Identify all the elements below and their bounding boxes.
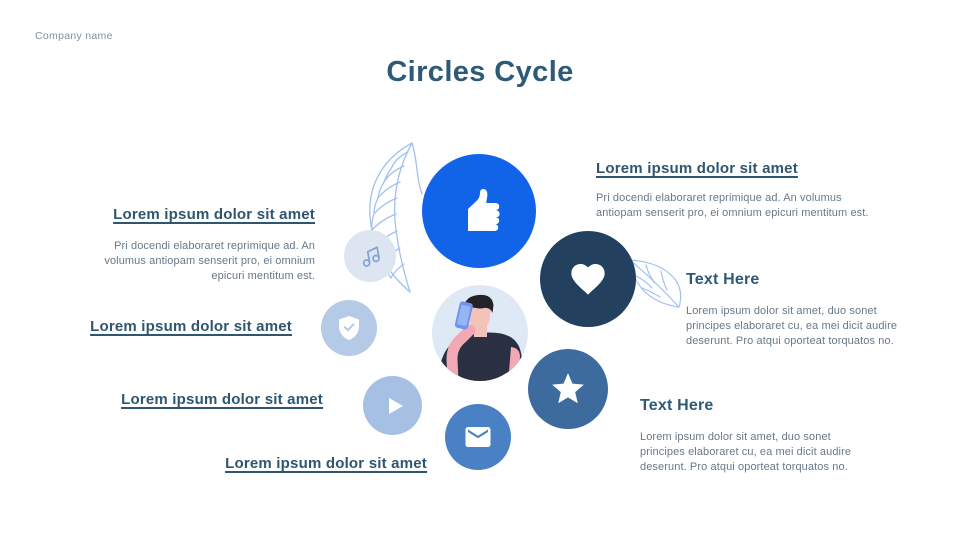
text-here-body-2: Lorem ipsum dolor sit amet, duo sonet pr… <box>640 431 852 473</box>
person-on-phone-illustration <box>438 294 522 381</box>
mail-icon <box>465 427 491 447</box>
heart-icon <box>571 264 605 295</box>
circle-shield <box>321 300 377 356</box>
circle-mail <box>445 404 511 470</box>
text-here-heading-1: Text Here <box>686 271 760 288</box>
shield-check-icon <box>339 316 359 340</box>
lorem-heading-4[interactable]: Lorem ipsum dolor sit amet <box>225 455 427 472</box>
circle-music <box>344 230 396 282</box>
lorem-heading-3[interactable]: Lorem ipsum dolor sit amet <box>121 391 323 408</box>
text-here-heading-2: Text Here <box>640 397 714 414</box>
leaf-decoration-right <box>629 259 682 308</box>
person-illustration-circle <box>432 285 528 381</box>
company-name: Company name <box>35 30 113 42</box>
leaf-decoration-left <box>369 142 423 293</box>
lorem-heading-1[interactable]: Lorem ipsum dolor sit amet <box>113 206 315 223</box>
circle-thumbs-up <box>422 154 536 268</box>
music-note-icon <box>362 245 380 267</box>
text-here-body-1: Lorem ipsum dolor sit amet, duo sonet pr… <box>686 305 898 347</box>
thumbs-up-icon <box>468 189 500 231</box>
lorem-heading-right[interactable]: Lorem ipsum dolor sit amet <box>596 160 798 177</box>
lorem-body-right: Pri docendi elaboraret reprimique ad. An… <box>596 192 869 219</box>
play-icon <box>388 397 403 414</box>
lorem-heading-2[interactable]: Lorem ipsum dolor sit amet <box>90 318 292 335</box>
star-icon <box>552 373 584 404</box>
circle-heart <box>540 231 636 327</box>
circle-play <box>363 376 422 435</box>
page-title: Circles Cycle <box>386 56 574 88</box>
lorem-body-1: Pri docendi elaboraret reprimique ad. An… <box>104 240 315 282</box>
circle-star <box>528 349 608 429</box>
